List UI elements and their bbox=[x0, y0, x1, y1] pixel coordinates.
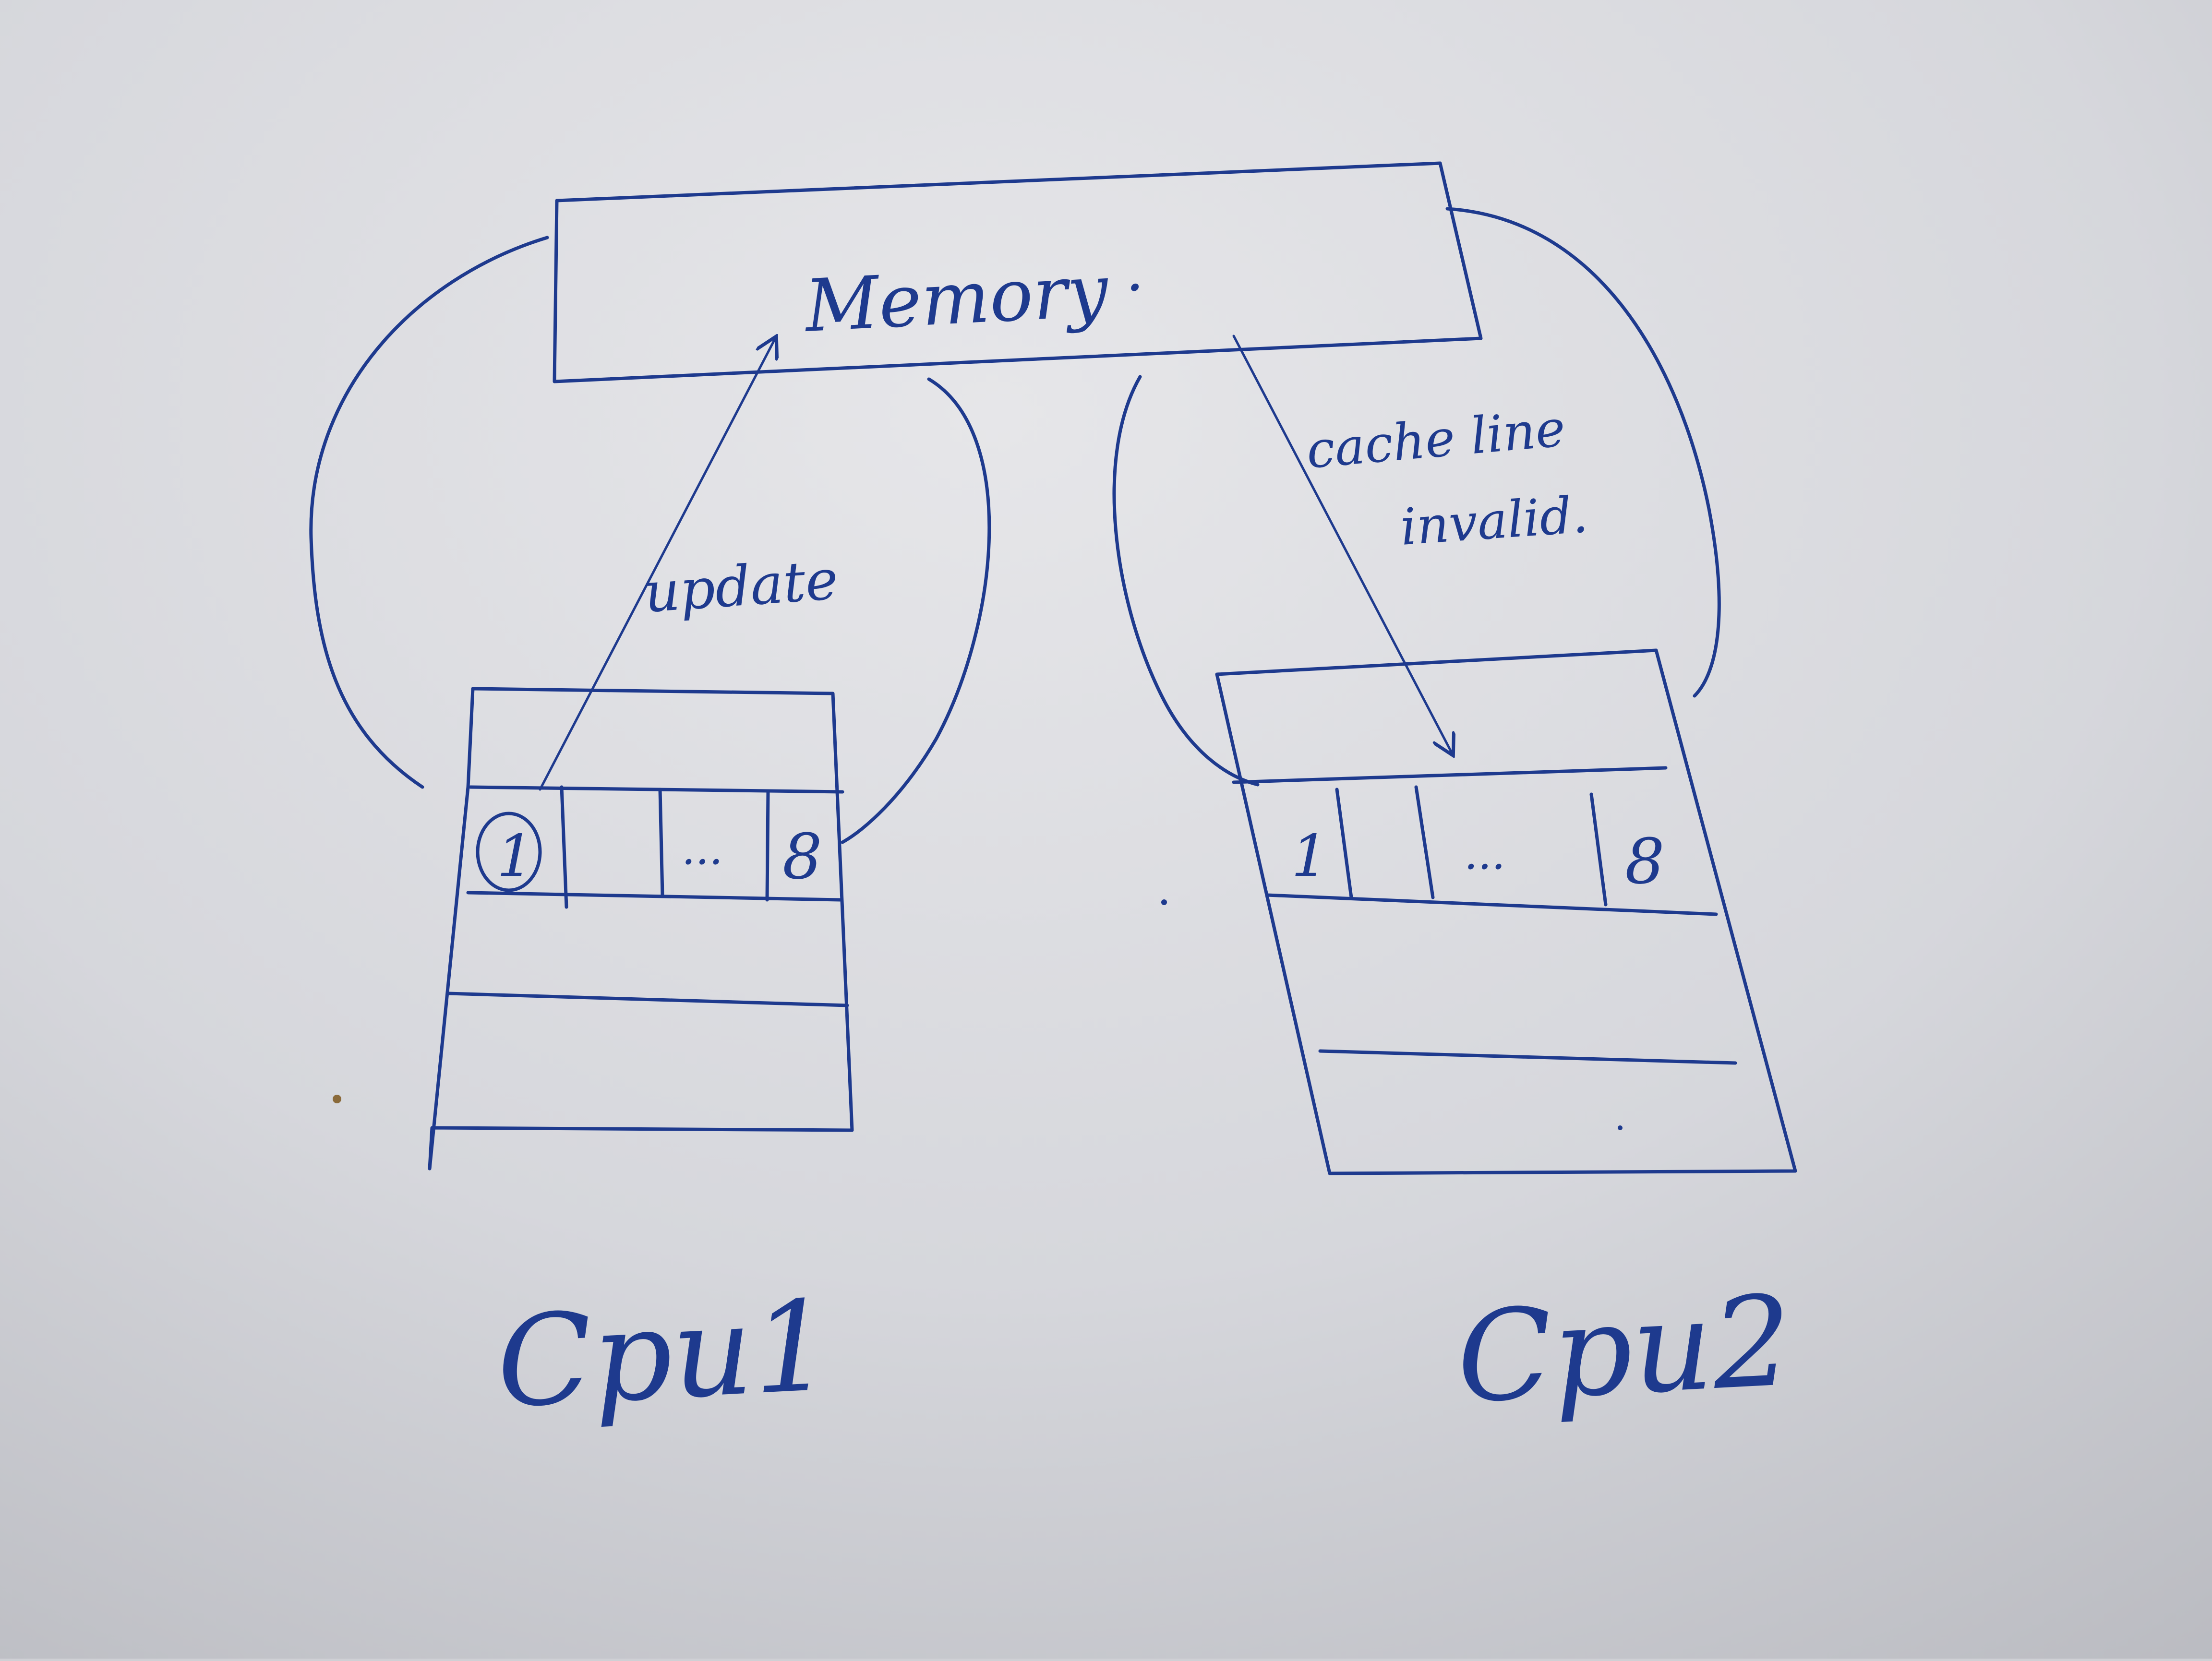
cpu1-cache-line-bottom bbox=[466, 891, 842, 902]
cpu1-cache-row-divider bbox=[447, 992, 849, 1007]
cpu2-cache-line-top bbox=[1232, 766, 1668, 784]
update-arrow bbox=[539, 338, 775, 791]
cpu2-cell-4: 8 bbox=[1625, 825, 1665, 898]
bus-right-outer bbox=[1445, 207, 1721, 698]
cpu1-cell-3: ... bbox=[682, 824, 723, 874]
cpu2-cache: 1 ... 8 bbox=[1215, 648, 1797, 1175]
cpu1-cache-left-edge bbox=[428, 687, 475, 1171]
cpu1-cache-line-top bbox=[469, 785, 844, 794]
cpu2-cache-row-divider bbox=[1318, 1049, 1737, 1065]
cpu1-cell-divider-2 bbox=[658, 788, 664, 897]
cpu1-cell-4: 8 bbox=[782, 820, 822, 893]
memory-label: Memory bbox=[802, 249, 1111, 348]
cpu1-cell-divider-1 bbox=[560, 785, 568, 909]
bus-right-inner bbox=[1112, 375, 1260, 787]
invalidate-arrow bbox=[1232, 335, 1452, 753]
invalidate-label-line2: invalid. bbox=[1398, 485, 1589, 557]
cpu2-cell-divider-1 bbox=[1335, 788, 1353, 899]
stray-ink-dot bbox=[1161, 899, 1167, 905]
cpu1-cell-divider-3 bbox=[765, 790, 770, 902]
cpu2-cell-1: 1 bbox=[1291, 823, 1328, 890]
memory-trailing-mark: . bbox=[1126, 238, 1144, 304]
cpu1-label: Cpu1 bbox=[493, 1274, 835, 1436]
cpu2-label: Cpu2 bbox=[1453, 1269, 1795, 1431]
stray-ink-dot bbox=[1618, 1125, 1623, 1130]
bus-left-inner bbox=[841, 377, 991, 844]
memory-box bbox=[553, 161, 1483, 383]
stray-paper-speck bbox=[333, 1095, 341, 1103]
cpu1-cache: 1 ... 8 bbox=[428, 687, 854, 1171]
cpu2-cache-line-bottom bbox=[1265, 893, 1718, 916]
bus-left-outer bbox=[309, 236, 549, 789]
cpu2-cell-divider-2 bbox=[1414, 785, 1435, 899]
cpu2-cell-3: ... bbox=[1464, 829, 1505, 879]
cpu2-cache-outline bbox=[1215, 648, 1797, 1175]
cpu2-cell-divider-3 bbox=[1589, 792, 1608, 907]
cpu1-cell-1: 1 bbox=[497, 823, 533, 890]
cpu1-first-cell-circle bbox=[476, 812, 542, 892]
update-label: update bbox=[642, 548, 841, 625]
